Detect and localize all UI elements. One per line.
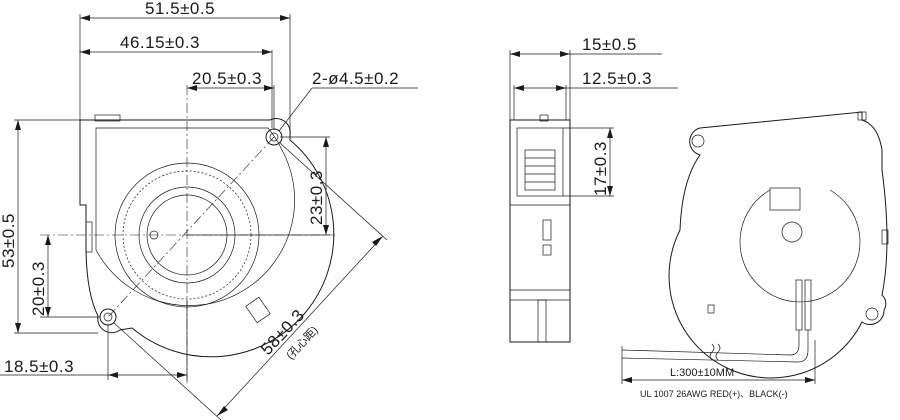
dim-overall-height: 53±0.5: [0, 213, 18, 268]
rear-label-notch: [769, 187, 801, 211]
rear-housing-outline: [668, 111, 888, 379]
side-top-cap: [539, 114, 549, 122]
mounting-hole-bottom: [99, 308, 117, 326]
dim-outlet-width: 46.15±0.3: [120, 33, 200, 52]
dim-hole-offset-x: 20.5±0.3: [192, 69, 262, 88]
front-housing-outline: [79, 118, 335, 358]
rear-view: L:300±10MM UL 1007 26AWG RED(+)、BLACK(-): [621, 111, 889, 399]
cable-spec-note: UL 1007 26AWG RED(+)、BLACK(-): [640, 389, 788, 399]
dim-overall-width: 51.5±0.5: [145, 0, 215, 18]
cable-wire-2: [621, 330, 809, 363]
dim-outlet-height: 17±0.3: [591, 141, 610, 196]
rear-hub: [781, 221, 803, 243]
cable-wire-1: [621, 330, 800, 356]
dim-hole-offset-y: 23±0.3: [307, 170, 326, 225]
hole-diagonal: [107, 136, 275, 318]
dim-bottom-hole-offset: 18.5±0.3: [4, 357, 74, 376]
bottom-tab: [245, 296, 271, 324]
side-outlet: [516, 127, 564, 197]
outlet-lip: [94, 114, 121, 122]
rear-hole-bottom: [865, 307, 879, 321]
mounting-hole-bottom-inner: [103, 312, 113, 322]
dim-cable-length: L:300±10MM: [670, 367, 734, 379]
dim-center-to-bottom: 20±0.3: [29, 261, 48, 316]
scroll-inner: [95, 127, 295, 306]
side-body: [509, 119, 571, 343]
front-view: 51.5±0.5 46.15±0.3 20.5±0.3 2-ø4.5±0.2 5…: [0, 0, 418, 420]
rear-motor-plate: [739, 189, 861, 303]
dim-body-depth: 12.5±0.3: [582, 69, 652, 88]
rear-hole-top: [691, 134, 705, 148]
mounting-hole-top-inner: [269, 132, 279, 142]
dim-overall-depth: 15±0.5: [582, 35, 637, 54]
side-tab-left: [85, 221, 93, 253]
side-view: 15±0.5 12.5±0.3 17±0.3: [509, 35, 678, 343]
dim-hole-spec: 2-ø4.5±0.2: [312, 69, 399, 88]
